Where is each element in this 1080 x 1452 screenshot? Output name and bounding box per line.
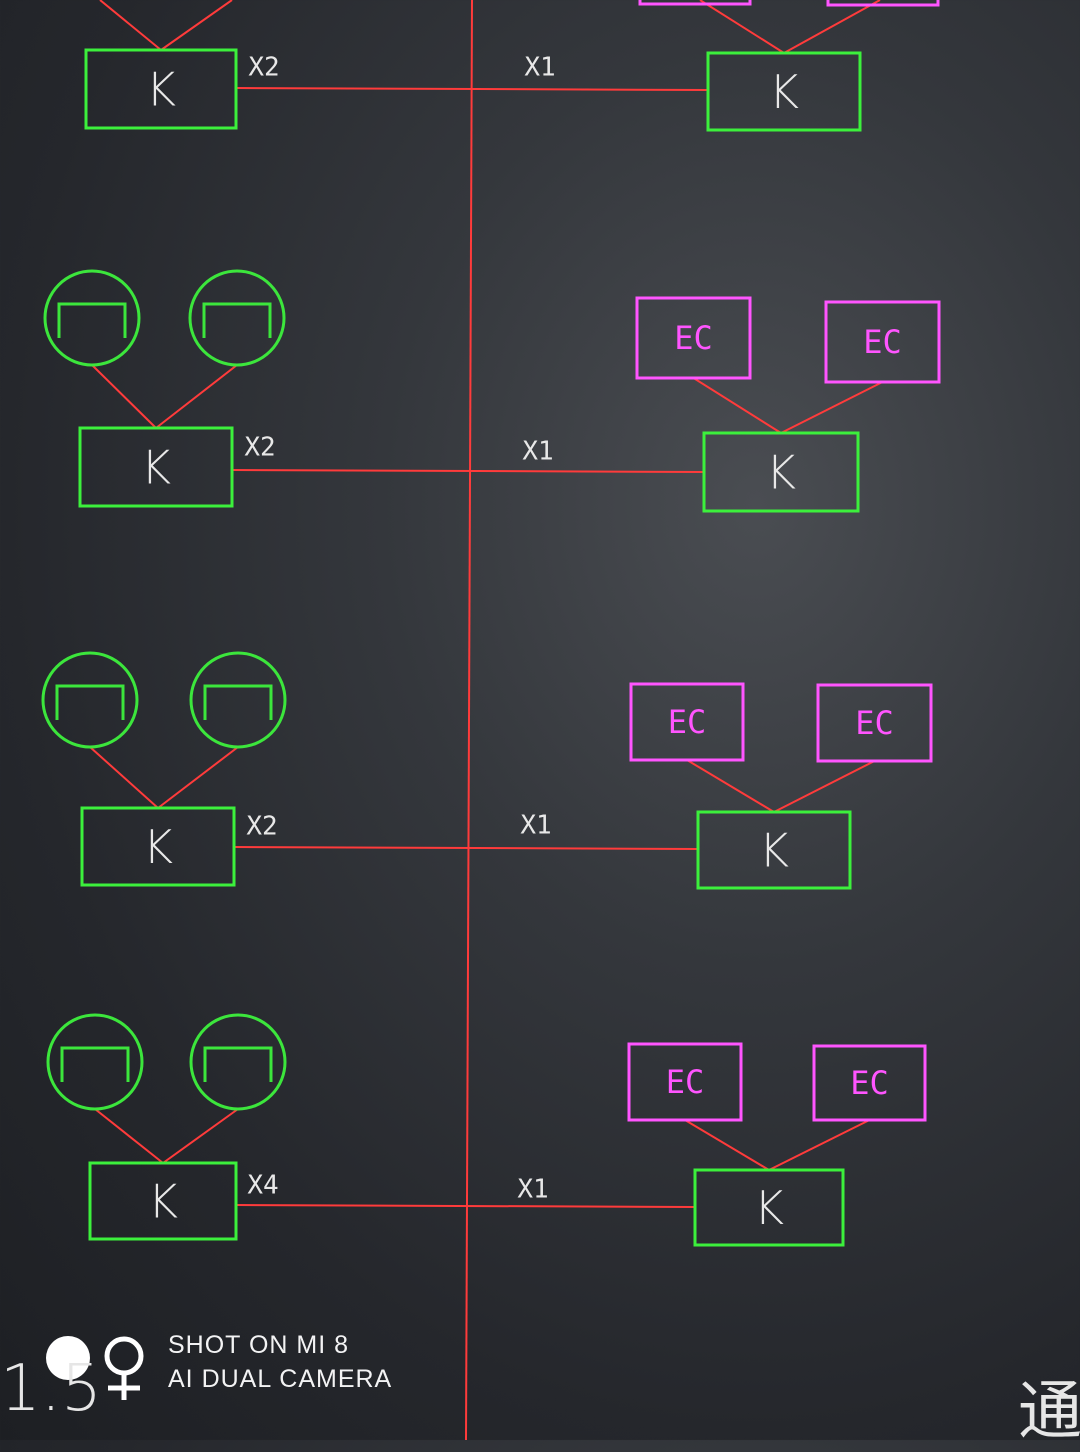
detector-symbol bbox=[55, 684, 125, 720]
watermark-line-2: AI DUAL CAMERA bbox=[168, 1365, 393, 1393]
ec-box bbox=[638, 0, 752, 6]
camera-logo-icon bbox=[42, 1332, 152, 1406]
ec-label: EC bbox=[850, 1064, 889, 1102]
link-line bbox=[235, 1204, 696, 1208]
link-line bbox=[231, 469, 705, 473]
controller-label: K bbox=[141, 441, 171, 495]
watermark-line-1: SHOT ON MI 8 bbox=[168, 1331, 350, 1359]
port-label-right: X1 bbox=[524, 53, 555, 83]
ec-box bbox=[635, 296, 752, 380]
ec-label: EC bbox=[668, 703, 707, 741]
controller-box bbox=[80, 806, 236, 887]
controller-box bbox=[693, 1168, 845, 1247]
controller-label: K bbox=[766, 446, 796, 500]
detector-symbol bbox=[60, 1046, 130, 1082]
controller-box bbox=[696, 810, 852, 890]
ec-wire bbox=[768, 1119, 870, 1171]
port-label-left: X2 bbox=[244, 433, 275, 463]
detector-wire bbox=[160, 0, 233, 51]
ec-box bbox=[826, 0, 940, 7]
ec-label: EC bbox=[855, 704, 894, 742]
detector-circle bbox=[46, 1013, 144, 1111]
main-bus-line bbox=[465, 0, 473, 1440]
controller-box bbox=[88, 1161, 238, 1241]
detector-wire bbox=[157, 746, 239, 809]
port-label-left: X2 bbox=[248, 53, 279, 83]
detector-symbol bbox=[202, 302, 272, 338]
detector-wire bbox=[89, 746, 159, 809]
detector-circle bbox=[189, 1013, 287, 1111]
port-label-left: X2 bbox=[246, 812, 277, 842]
controller-label: K bbox=[754, 1181, 784, 1235]
detector-symbol bbox=[57, 302, 127, 338]
ec-wire bbox=[780, 381, 883, 434]
controller-label: K bbox=[769, 65, 799, 119]
port-label-right: X1 bbox=[522, 437, 553, 467]
ec-box bbox=[824, 300, 941, 384]
ec-box bbox=[627, 1042, 743, 1122]
detector-wire bbox=[155, 364, 238, 429]
camera-watermark: SHOT ON MI 8 AI DUAL CAMERA bbox=[168, 1328, 392, 1396]
controller-label: K bbox=[143, 820, 173, 874]
detector-wire bbox=[99, 0, 162, 51]
edge-text-right: 通 bbox=[1018, 1375, 1080, 1449]
port-label-right: X1 bbox=[520, 811, 551, 841]
detector-circle bbox=[41, 651, 139, 749]
port-label-left: X4 bbox=[247, 1171, 278, 1201]
detector-circle bbox=[43, 269, 141, 367]
detector-symbol bbox=[203, 1046, 273, 1082]
controller-box bbox=[706, 51, 862, 132]
link-line bbox=[235, 87, 709, 91]
ec-wire bbox=[686, 759, 775, 813]
ec-wire bbox=[699, 0, 785, 54]
edge-text-left: 1.5 bbox=[0, 1352, 102, 1426]
ec-wire bbox=[692, 377, 782, 434]
link-line bbox=[233, 846, 699, 850]
ec-box bbox=[629, 682, 745, 762]
detector-wire bbox=[91, 364, 157, 429]
controller-box bbox=[702, 431, 860, 513]
ec-label: EC bbox=[863, 323, 902, 361]
ec-label: EC bbox=[674, 319, 713, 357]
ec-box bbox=[812, 1044, 927, 1122]
ec-label: EC bbox=[666, 1063, 705, 1101]
controller-box bbox=[84, 48, 238, 130]
controller-label: K bbox=[146, 63, 176, 117]
detector-wire bbox=[94, 1108, 164, 1164]
ec-wire bbox=[684, 1119, 770, 1171]
ec-wire bbox=[773, 760, 875, 813]
controller-label: K bbox=[148, 1175, 178, 1229]
controller-label: K bbox=[759, 824, 789, 878]
detector-symbol bbox=[203, 684, 273, 720]
detector-circle bbox=[189, 651, 287, 749]
ec-wire bbox=[783, 0, 881, 54]
ec-box bbox=[816, 683, 933, 763]
detector-wire bbox=[162, 1108, 239, 1164]
controller-box bbox=[78, 426, 234, 508]
detector-circle bbox=[188, 269, 286, 367]
port-label-right: X1 bbox=[517, 1175, 548, 1205]
